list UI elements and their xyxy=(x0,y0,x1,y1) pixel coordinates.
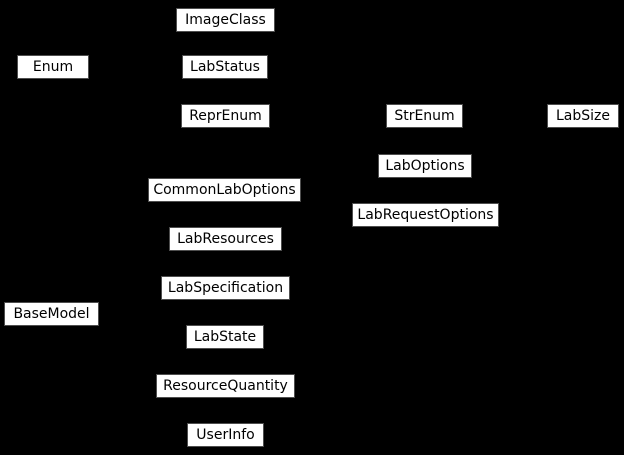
diagram-node-labstatus[interactable]: LabStatus xyxy=(182,55,268,79)
diagram-node-labrequestoptions[interactable]: LabRequestOptions xyxy=(352,203,499,227)
diagram-node-userinfo[interactable]: UserInfo xyxy=(187,423,264,447)
diagram-node-reprenum[interactable]: ReprEnum xyxy=(181,104,270,128)
diagram-node-labspecification[interactable]: LabSpecification xyxy=(161,276,290,300)
diagram-node-labresources[interactable]: LabResources xyxy=(169,227,282,251)
diagram-node-laboptions[interactable]: LabOptions xyxy=(378,154,472,178)
diagram-node-imageclass[interactable]: ImageClass xyxy=(176,8,275,32)
diagram-node-enum[interactable]: Enum xyxy=(17,55,89,79)
diagram-node-strenum[interactable]: StrEnum xyxy=(386,104,463,128)
diagram-node-resourcequantity[interactable]: ResourceQuantity xyxy=(156,374,295,398)
diagram-node-labsize[interactable]: LabSize xyxy=(547,104,619,128)
diagram-node-commonlaboptions[interactable]: CommonLabOptions xyxy=(148,178,301,202)
diagram-node-labstate[interactable]: LabState xyxy=(186,325,264,349)
diagram-node-basemodel[interactable]: BaseModel xyxy=(4,302,99,326)
